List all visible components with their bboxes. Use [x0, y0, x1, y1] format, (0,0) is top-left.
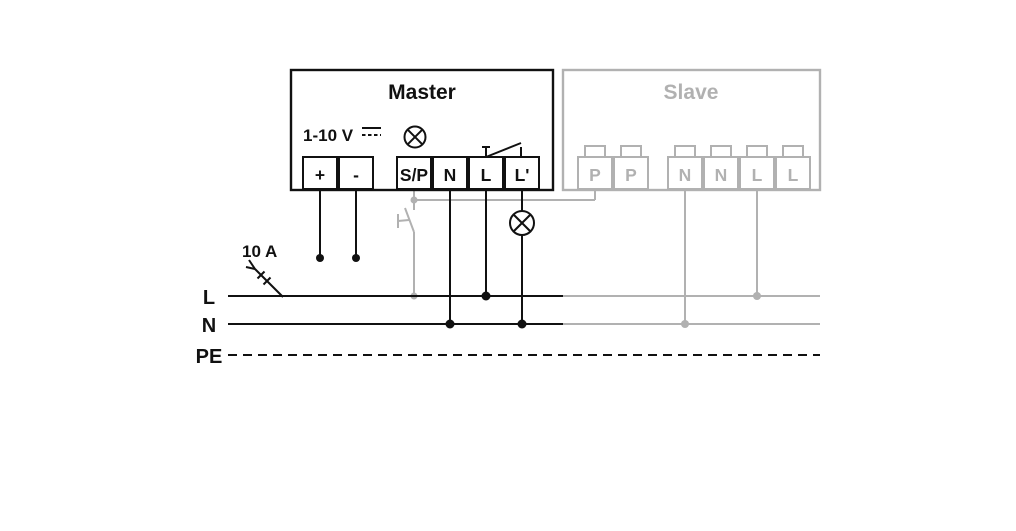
bus-label-n: N: [202, 315, 216, 337]
dim-input-label: 1-10 V: [303, 126, 354, 145]
fuse-tick: [256, 270, 266, 280]
slave-terminal-p1: [577, 156, 613, 190]
slave-terminal-l1: [739, 156, 775, 190]
fuse-fork: [245, 266, 256, 270]
slave-terminal-n1: [667, 156, 703, 190]
master-terminal-label: N: [444, 165, 457, 185]
master-unit: Master 1-10 V + -: [289, 68, 555, 192]
master-terminal-n: [432, 156, 468, 190]
contact-blade: [485, 142, 522, 158]
fuse-disconnect-icon: [245, 259, 284, 298]
slave-terminal-n2: [703, 156, 739, 190]
slave-terminal-l2: [775, 156, 811, 190]
master-terminal-sp: [396, 156, 432, 190]
relay-contact-icon: [482, 142, 522, 158]
wire-end-dot: [352, 254, 360, 262]
slave-wiring: [397, 189, 761, 328]
fuse-blade: [254, 268, 284, 298]
slave-terminal-label: P: [625, 165, 637, 185]
master-terminals: + - S/P N L L': [302, 156, 540, 190]
junction-dot: [410, 196, 418, 204]
master-title: Master: [388, 81, 456, 104]
slave-terminal-label: N: [679, 165, 692, 185]
wire-end-dot: [316, 254, 324, 262]
master-terminal-lprime: [504, 156, 540, 190]
mains-bus: L N PE 10 A: [196, 242, 820, 368]
fuse-tick: [262, 276, 272, 286]
master-terminal-plus: [302, 156, 338, 190]
slave-terminal-label: N: [715, 165, 728, 185]
lamp-icon: [509, 210, 535, 236]
master-terminal-label: -: [353, 165, 359, 185]
bus-label-l: L: [203, 287, 215, 309]
fuse-rating-label: 10 A: [242, 242, 277, 261]
push-button-blade: [404, 207, 415, 233]
lamp-cross: [512, 213, 532, 233]
slave-terminal-p2: [613, 156, 649, 190]
master-wiring: [316, 189, 535, 329]
fuse-fork: [248, 259, 256, 270]
push-button-icon: [397, 207, 415, 233]
bus-label-pe: PE: [196, 346, 223, 368]
slave-title: Slave: [664, 81, 719, 104]
slave-terminals: P P N N L L: [577, 145, 811, 190]
slave-terminal-label: P: [589, 165, 601, 185]
lamp-icon: [403, 125, 427, 149]
slave-terminal-label: L: [788, 165, 799, 185]
master-terminal-label: +: [315, 165, 325, 185]
master-terminal-label: L: [481, 165, 492, 185]
dc-voltage-icon: [362, 127, 381, 136]
push-button-stem: [397, 219, 410, 222]
lamp-cross: [406, 128, 424, 146]
master-terminal-label: L': [515, 165, 530, 185]
slave-terminal-label: L: [752, 165, 763, 185]
master-terminal-label: S/P: [400, 165, 429, 185]
slave-unit: Slave P P N N L L: [561, 68, 822, 192]
lamp-circle: [403, 125, 427, 149]
